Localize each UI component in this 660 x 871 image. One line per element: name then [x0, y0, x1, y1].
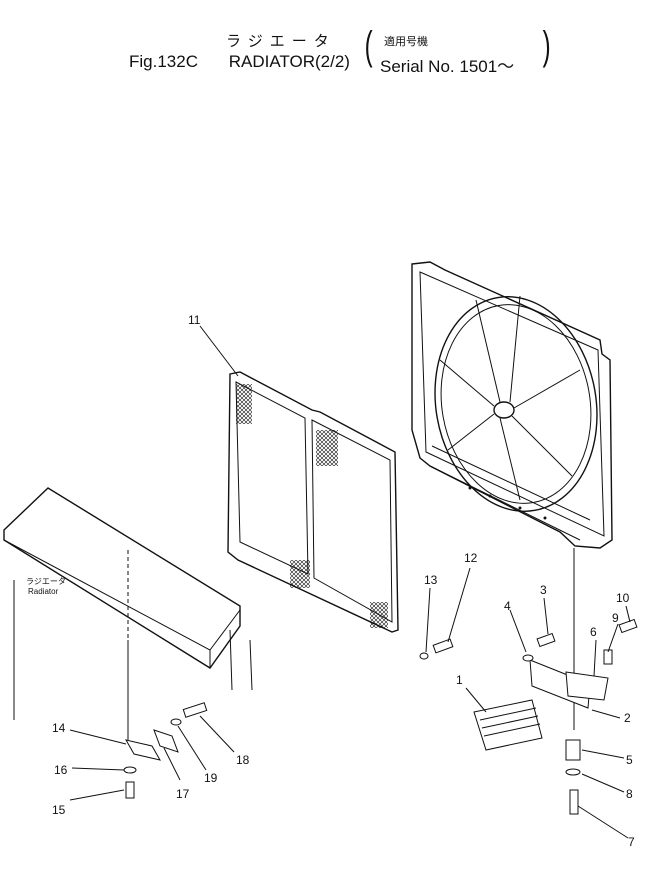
lower-right-hardware [419, 548, 638, 815]
callout-10: 10 [616, 591, 630, 605]
callout-7: 7 [628, 835, 635, 849]
callout-13: 13 [424, 573, 438, 587]
fan-shroud [411, 261, 613, 549]
inset-label-en: Radiator [28, 587, 59, 596]
radiator-mount-inset: ラジエータ Radiator [3, 487, 253, 720]
inset-label-jp: ラジエータ [26, 577, 66, 586]
callout-11: 11 [188, 313, 201, 327]
lower-left-hardware [123, 640, 208, 799]
callout-1: 1 [456, 673, 463, 687]
callout-5: 5 [626, 753, 633, 767]
title-japanese: ラジエータ [226, 33, 336, 50]
callout-16: 16 [54, 763, 68, 777]
figure-name: RADIATOR(2/2) [228, 52, 350, 71]
callout-2: 2 [624, 711, 631, 725]
callout-15: 15 [52, 803, 66, 817]
callout-9: 9 [612, 611, 619, 625]
serial-range: Serial No. 1501～ [380, 57, 515, 76]
radiator-core-frame [227, 371, 399, 633]
callout-14: 14 [52, 721, 66, 735]
callout-19: 19 [204, 771, 218, 785]
callout-12: 12 [464, 551, 478, 565]
close-parenthesis: ) [542, 24, 551, 68]
callout-6: 6 [590, 625, 597, 639]
callout-3: 3 [540, 583, 547, 597]
callout-4: 4 [504, 599, 511, 613]
figure-title: Fig.132C RADIATOR(2/2) [129, 52, 350, 72]
open-parenthesis: ( [364, 24, 373, 68]
callout-17: 17 [176, 787, 190, 801]
callout-8: 8 [626, 787, 633, 801]
figure-number: Fig.132C [129, 52, 198, 71]
callout-18: 18 [236, 753, 250, 767]
leader-lines [69, 325, 631, 839]
callout-labels: 11 1 2 3 4 5 6 7 8 9 10 12 13 14 15 16 1… [52, 313, 635, 849]
applicable-units-label: 適用号機 [384, 36, 428, 48]
